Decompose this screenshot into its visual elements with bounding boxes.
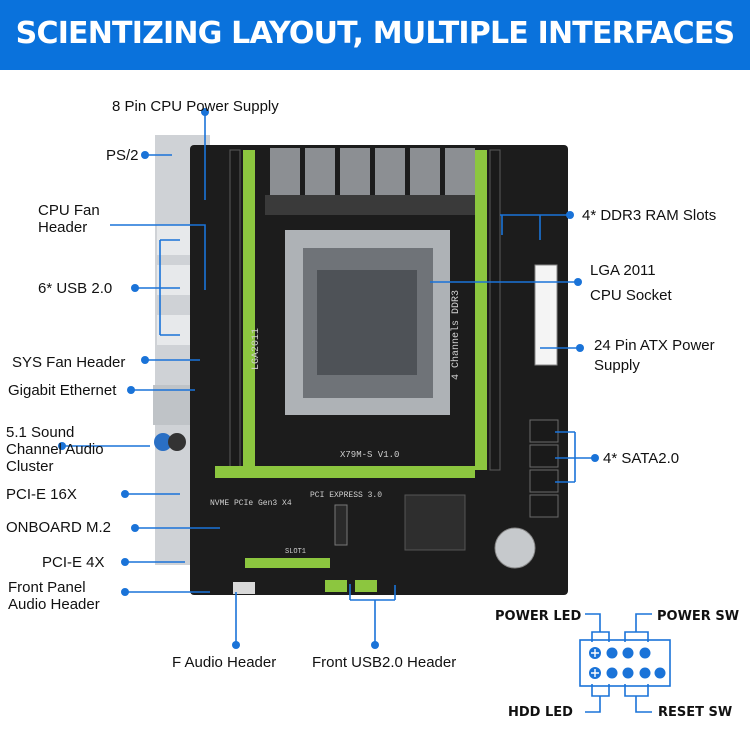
label-lga-2: CPU Socket: [590, 287, 672, 304]
channels-silkscreen: 4 Channels DDR3: [450, 290, 462, 380]
label-front-usb: Front USB2.0 Header: [312, 654, 457, 671]
pcie-express-silkscreen: PCI EXPRESS 3.0: [310, 491, 382, 500]
label-atx-2: Supply: [594, 357, 640, 374]
label-m2: ONBOARD M.2: [6, 519, 112, 536]
label-cpu-power: 8 Pin CPU Power Supply: [112, 98, 279, 115]
label-reset-sw: RESET SW: [658, 705, 733, 720]
vrm-heatsinks: [265, 148, 475, 215]
label-power-led: POWER LED: [495, 609, 582, 624]
front-panel-header-diagram: [579, 613, 671, 713]
cmos-battery: [494, 527, 536, 569]
label-sata: 4* SATA2.0: [603, 450, 680, 467]
sata-ports: [529, 419, 559, 518]
label-hdd-led: HDD LED: [508, 705, 573, 720]
front-usb-header-1: [325, 580, 347, 592]
pcie-x4-slot: [245, 558, 330, 568]
motherboard-image: LGA2011 4 Channels DDR3 X79M-S V1.0 PCI …: [153, 135, 568, 595]
label-lga-1: LGA 2011: [590, 262, 656, 279]
label-cpu-fan-1: CPU Fan: [38, 202, 100, 219]
label-audio-2: Channel Audio: [6, 441, 104, 458]
front-usb-header-2: [355, 580, 377, 592]
chipset-heatsink: [404, 494, 466, 551]
label-ddr3: 4* DDR3 RAM Slots: [582, 207, 717, 224]
label-ps2: PS/2: [106, 147, 139, 164]
banner-title: SCIENTIZING LAYOUT, MULTIPLE INTERFACES: [15, 16, 735, 51]
label-pcie4: PCI-E 4X: [42, 554, 105, 571]
label-f-audio: F Audio Header: [172, 654, 277, 671]
m2-slot: [334, 504, 348, 546]
label-usb: 6* USB 2.0: [38, 280, 113, 297]
ddr3-slots: [229, 149, 501, 471]
pcie-x16-slot: [215, 466, 475, 478]
label-audio-1: 5.1 Sound: [6, 424, 75, 441]
label-front-panel-1: Front Panel: [8, 579, 86, 596]
label-atx-1: 24 Pin ATX Power: [594, 337, 715, 354]
label-ethernet: Gigabit Ethernet: [8, 382, 117, 399]
slot1-silkscreen: SLOT1: [285, 548, 306, 556]
audio-header: [233, 582, 255, 594]
header-banner: SCIENTIZING LAYOUT, MULTIPLE INTERFACES: [0, 0, 750, 70]
label-front-panel-2: Audio Header: [8, 596, 100, 613]
socket-silkscreen: LGA2011: [251, 328, 262, 370]
label-power-sw: POWER SW: [657, 609, 740, 624]
label-audio-3: Cluster: [6, 458, 54, 475]
label-pcie16: PCI-E 16X: [6, 486, 77, 503]
nvme-silkscreen: NVME PCIe Gen3 X4: [210, 499, 292, 508]
atx-connector: [534, 264, 558, 366]
label-cpu-fan-2: Header: [38, 219, 88, 236]
label-sys-fan: SYS Fan Header: [12, 354, 126, 371]
model-silkscreen: X79M-S V1.0: [340, 450, 399, 460]
cpu-socket: [285, 230, 450, 415]
